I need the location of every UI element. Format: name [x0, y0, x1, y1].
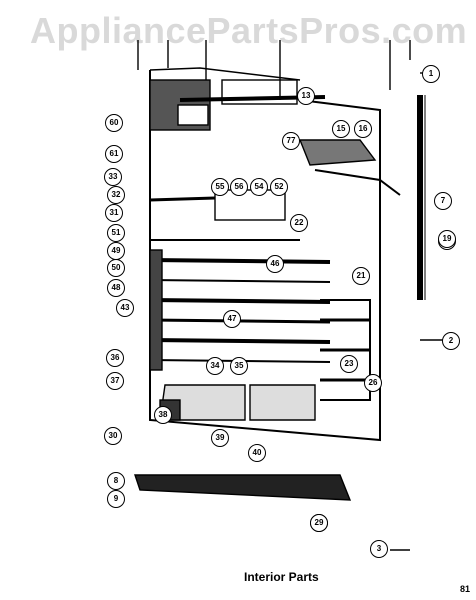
callout-number: 23: [344, 359, 354, 368]
callout-number: 77: [286, 136, 296, 145]
callout-bubble: 35: [230, 357, 248, 375]
callout-bubble: 36: [106, 349, 124, 367]
callout-number: 35: [234, 361, 244, 370]
callout-number: 30: [108, 431, 118, 440]
callout-number: 31: [109, 208, 119, 217]
callout-bubble: 54: [250, 178, 268, 196]
callout-number: 46: [270, 259, 280, 268]
callout-number: 16: [358, 124, 368, 133]
callout-bubble: 38: [154, 406, 172, 424]
page-number: 81: [460, 584, 471, 594]
callout-bubble: 50: [107, 259, 125, 277]
callout-number: 26: [368, 378, 378, 387]
callout-number: 49: [111, 246, 121, 255]
callout-bubble: 40: [248, 444, 266, 462]
callout-bubble: 8: [107, 472, 125, 490]
callout-number: 60: [109, 118, 119, 127]
callout-bubble: 29: [310, 514, 328, 532]
callout-number: 40: [252, 448, 262, 457]
callout-number: 19: [442, 234, 452, 243]
callout-number: 34: [210, 361, 220, 370]
callout-bubble: 52: [270, 178, 288, 196]
callout-bubble: 32: [107, 186, 125, 204]
callout-number: 47: [227, 314, 237, 323]
callout-number: 38: [158, 410, 168, 419]
watermark: AppliancePartsPros.com: [30, 10, 468, 51]
callout-bubble: 31: [105, 204, 123, 222]
callout-bubble: 23: [340, 355, 358, 373]
callout-number: 29: [314, 518, 324, 527]
callout-bubble: 21: [352, 267, 370, 285]
callout-number: 1: [428, 69, 434, 78]
callout-bubble: 1: [422, 65, 440, 83]
callout-bubble: 9: [107, 490, 125, 508]
callout-bubble: 47: [223, 310, 241, 328]
callout-bubble: 15: [332, 120, 350, 138]
callout-bubble: 34: [206, 357, 224, 375]
callout-bubble: 26: [364, 374, 382, 392]
callout-number: 55: [215, 182, 225, 191]
callout-number: 37: [110, 376, 120, 385]
callout-number: 50: [111, 263, 121, 272]
callout-number: 56: [234, 182, 244, 191]
callout-bubble: 49: [107, 242, 125, 260]
callout-number: 52: [274, 182, 284, 191]
callout-bubble: 55: [211, 178, 229, 196]
callout-bubble: 77: [282, 132, 300, 150]
callout-bubble: 19: [438, 230, 456, 248]
callout-number: 54: [254, 182, 264, 191]
callout-bubble: 3: [370, 540, 388, 558]
callout-bubble: 46: [266, 255, 284, 273]
callout-number: 43: [120, 303, 130, 312]
callout-bubble: 33: [104, 168, 122, 186]
callout-number: 15: [336, 124, 346, 133]
callout-bubble: 51: [107, 224, 125, 242]
callout-bubble: 22: [290, 214, 308, 232]
callout-bubble: 60: [105, 114, 123, 132]
callout-bubble: 2: [442, 332, 460, 350]
callout-number: 32: [111, 190, 121, 199]
callout-number: 51: [111, 228, 121, 237]
callout-number: 22: [294, 218, 304, 227]
callout-number: 36: [110, 353, 120, 362]
callout-bubble: 7: [434, 192, 452, 210]
callout-number: 48: [111, 283, 121, 292]
callout-number: 8: [113, 476, 119, 485]
callout-bubble: 37: [106, 372, 124, 390]
callout-number: 2: [448, 336, 454, 345]
callout-number: 9: [113, 494, 119, 503]
callout-number: 61: [109, 149, 119, 158]
callout-number: 33: [108, 172, 118, 181]
callout-number: 7: [440, 196, 446, 205]
figure-caption: Interior Parts: [244, 570, 319, 584]
callout-bubble: 48: [107, 279, 125, 297]
callout-number: 3: [376, 544, 382, 553]
callout-bubble: 61: [105, 145, 123, 163]
callout-bubble: 39: [211, 429, 229, 447]
callout-number: 39: [215, 433, 225, 442]
callout-bubble: 16: [354, 120, 372, 138]
callout-number: 13: [301, 91, 311, 100]
callout-bubble: 13: [297, 87, 315, 105]
callout-number: 21: [356, 271, 366, 280]
callout-bubble: 30: [104, 427, 122, 445]
callout-bubble: 56: [230, 178, 248, 196]
callout-bubble: 43: [116, 299, 134, 317]
